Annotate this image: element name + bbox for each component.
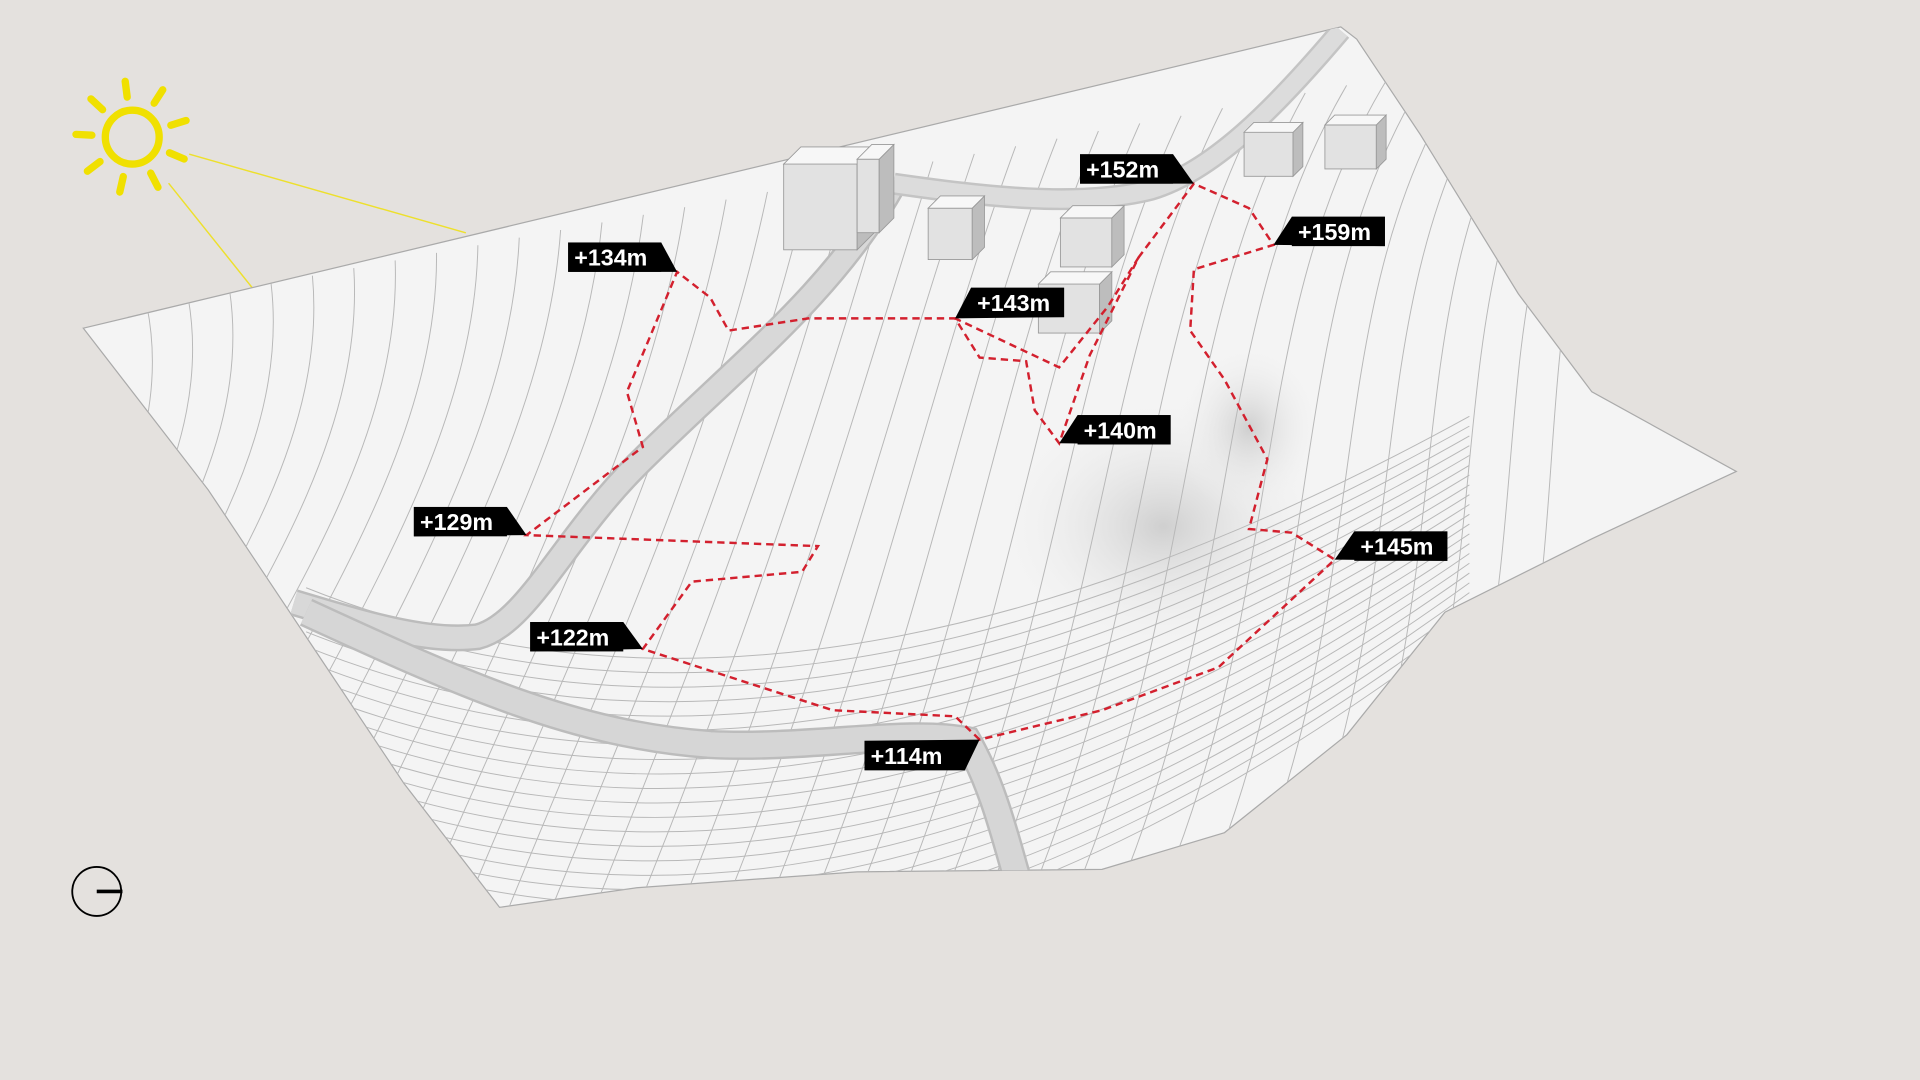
label-box xyxy=(1354,531,1448,561)
contour-line xyxy=(305,513,1470,804)
contour-line xyxy=(83,306,153,908)
contour-line xyxy=(1192,69,1430,908)
elevation-text: +152m xyxy=(1086,157,1159,183)
contour-line xyxy=(620,168,893,908)
building xyxy=(927,194,986,261)
label-box xyxy=(1077,415,1171,445)
sun-ray xyxy=(83,157,104,175)
elevation-label-e114: +114m xyxy=(864,739,980,771)
building xyxy=(1059,204,1126,268)
elevation-label-e122: +122m xyxy=(530,622,643,652)
elevation-text: +122m xyxy=(536,624,609,650)
elevation-label-e143: +143m xyxy=(955,287,1065,319)
contour-line xyxy=(305,504,1470,789)
elevation-text: +134m xyxy=(574,245,647,271)
contour-line xyxy=(1104,85,1348,908)
contour-line xyxy=(796,138,1058,908)
elevation-label-e145: +145m xyxy=(1334,531,1448,561)
contour-line xyxy=(305,494,1470,775)
sun-ray xyxy=(121,77,131,101)
sun-ray xyxy=(150,86,167,107)
contour-line xyxy=(305,543,1470,847)
elevation-text: +159m xyxy=(1298,219,1371,245)
label-box xyxy=(1291,216,1385,247)
sun-ray xyxy=(116,172,127,196)
building xyxy=(1243,121,1304,178)
contour-line xyxy=(305,621,1470,908)
contour-line xyxy=(305,455,1470,717)
north-arrow-icon xyxy=(71,866,123,917)
contour-line xyxy=(305,611,1470,908)
label-box xyxy=(971,287,1065,318)
contour-line xyxy=(305,464,1470,732)
label-box xyxy=(413,506,507,537)
building xyxy=(856,143,895,234)
label-box xyxy=(568,242,662,272)
contour-line xyxy=(928,115,1182,908)
sun-ray xyxy=(87,95,107,114)
elevation-text: +129m xyxy=(420,509,493,535)
elevation-label-e129: +129m xyxy=(413,506,527,537)
contour-line xyxy=(1148,77,1389,908)
road xyxy=(290,26,1350,880)
contour-line xyxy=(83,298,194,908)
contour-line xyxy=(532,184,810,908)
hiking-trail-branch xyxy=(954,256,1140,369)
sun-ray xyxy=(72,130,96,139)
elevation-label-e159: +159m xyxy=(1273,216,1385,247)
elevation-label-e140: +140m xyxy=(1059,415,1171,445)
contour-line xyxy=(1060,92,1306,908)
hiking-trail xyxy=(523,182,1337,741)
sun-ray xyxy=(167,116,190,129)
contour-line xyxy=(488,191,768,908)
label-box xyxy=(864,740,965,771)
contour-line xyxy=(305,533,1470,833)
elevation-label-e134: +134m xyxy=(568,242,678,272)
label-box xyxy=(1080,154,1174,184)
sun-ray xyxy=(147,169,162,191)
contour-line xyxy=(708,153,975,908)
contour-line xyxy=(840,130,1099,908)
contour-line xyxy=(305,553,1470,862)
building xyxy=(1323,114,1388,171)
elevation-text: +145m xyxy=(1360,534,1433,560)
sun-ray xyxy=(165,149,188,163)
elevation-text: +114m xyxy=(871,743,943,769)
contour-line xyxy=(305,523,1470,818)
contour-line xyxy=(305,602,1470,908)
contour-line xyxy=(1236,62,1472,908)
elevation-text: +140m xyxy=(1084,417,1157,443)
label-box xyxy=(530,622,624,652)
contour-line xyxy=(1016,100,1265,908)
elevation-labels: +114m +122m +129m +134m +143m +140m +152m +159m… xyxy=(413,154,1448,771)
elevation-text: +143m xyxy=(977,290,1050,316)
contour-line xyxy=(664,161,934,908)
contour-line xyxy=(444,199,727,908)
contour-line xyxy=(972,107,1223,908)
elevation-label-e152: +152m xyxy=(1080,154,1194,184)
